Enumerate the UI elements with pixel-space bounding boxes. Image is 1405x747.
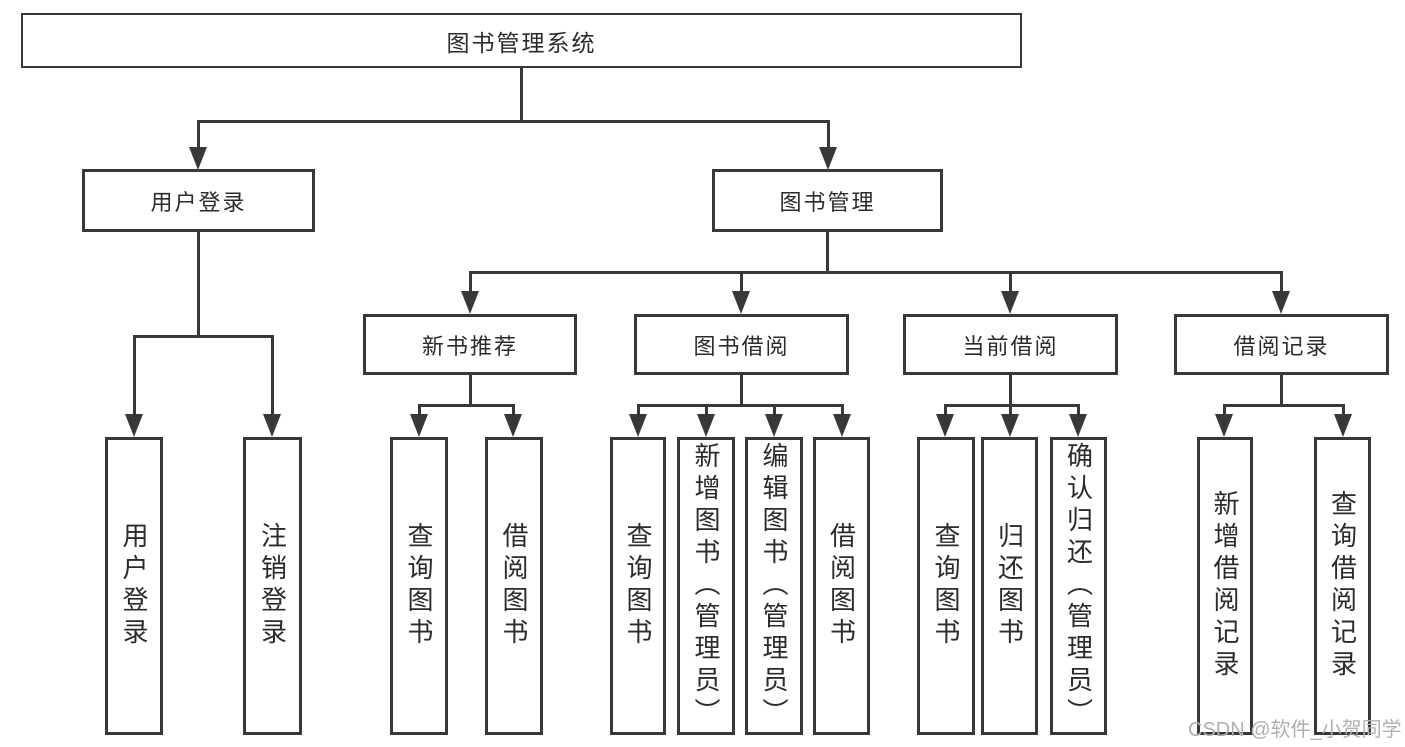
connector-vline: [469, 271, 472, 294]
leaf-borrow-books-label: 借阅图书: [826, 522, 857, 650]
connector-vline: [740, 271, 743, 294]
arrow-down-icon: [1334, 414, 1352, 437]
leaf-add-borrow-record-label: 新增借阅记录: [1210, 490, 1240, 682]
connector-vline: [197, 232, 200, 337]
connector-vline: [271, 335, 274, 417]
arrow-down-icon: [732, 291, 750, 314]
leaf-edit-books-admin-label: 编辑图书（管理员）: [759, 442, 789, 730]
connector-vline: [1280, 271, 1283, 294]
arrow-down-icon: [125, 414, 143, 437]
leaf-borrow-books: 借阅图书: [813, 437, 870, 735]
arrow-down-icon: [461, 291, 479, 314]
leaf-user-login: 用户登录: [105, 437, 163, 735]
leaf-query-borrow-record-label: 查询借阅记录: [1327, 490, 1358, 682]
leaf-confirm-return-admin: 确认归还（管理员）: [1050, 437, 1107, 735]
arrow-down-icon: [697, 414, 715, 437]
leaf-query-books-current-label: 查询图书: [931, 522, 961, 650]
connector-vline: [1009, 271, 1012, 294]
arrow-down-icon: [263, 414, 281, 437]
node-new-book-recommend-label: 新书推荐: [421, 333, 518, 359]
arrow-down-icon: [1001, 414, 1019, 437]
connector-vline: [197, 120, 200, 150]
node-borrow-records: 借阅记录: [1174, 314, 1389, 375]
node-root-label: 图书管理系统: [446, 29, 597, 56]
connector-vline: [705, 404, 708, 417]
connector-vline: [469, 374, 472, 407]
leaf-query-borrow-record: 查询借阅记录: [1314, 437, 1371, 735]
connector-vline: [418, 404, 421, 417]
connector-vline: [1009, 404, 1012, 417]
node-user-login-label: 用户登录: [150, 189, 247, 215]
leaf-query-books-borrow: 查询图书: [610, 437, 666, 735]
leaf-borrow-books-recommend: 借阅图书: [485, 437, 543, 735]
connector-vline: [1280, 374, 1283, 407]
leaf-add-books-admin: 新增图书（管理员）: [677, 437, 735, 735]
arrow-down-icon: [1215, 414, 1233, 437]
node-new-book-recommend: 新书推荐: [363, 314, 577, 375]
leaf-return-books-label: 归还图书: [994, 522, 1025, 650]
leaf-edit-books-admin: 编辑图书（管理员）: [745, 437, 803, 735]
leaf-add-borrow-record: 新增借阅记录: [1197, 437, 1253, 735]
leaf-query-books-borrow-label: 查询图书: [623, 522, 653, 650]
arrow-down-icon: [936, 414, 954, 437]
leaf-query-books-current: 查询图书: [917, 437, 975, 735]
arrow-down-icon: [765, 414, 783, 437]
node-root: 图书管理系统: [21, 13, 1022, 68]
connector-hline: [418, 404, 515, 407]
leaf-user-login-label: 用户登录: [119, 522, 149, 650]
leaf-add-books-admin-label: 新增图书（管理员）: [691, 442, 721, 730]
connector-hline: [197, 120, 830, 123]
node-book-management: 图书管理: [712, 169, 943, 232]
node-book-management-label: 图书管理: [779, 189, 876, 215]
connector-vline: [1077, 404, 1080, 417]
arrow-down-icon: [1272, 291, 1290, 314]
connector-hline: [133, 335, 274, 338]
node-user-login: 用户登录: [82, 169, 315, 232]
connector-vline: [740, 374, 743, 407]
connector-vline: [520, 68, 523, 121]
node-current-borrow: 当前借阅: [903, 314, 1118, 375]
connector-vline: [1223, 404, 1226, 417]
leaf-logout: 注销登录: [243, 437, 302, 735]
connector-hline: [1223, 404, 1344, 407]
connector-vline: [1009, 374, 1012, 407]
connector-vline: [637, 404, 640, 417]
connector-hline: [469, 271, 1283, 274]
arrow-down-icon: [819, 147, 837, 170]
leaf-confirm-return-admin-label: 确认归还（管理员）: [1063, 442, 1094, 730]
connector-vline: [773, 404, 776, 417]
leaf-logout-label: 注销登录: [257, 522, 288, 650]
connector-vline: [827, 120, 830, 150]
arrow-down-icon: [189, 147, 207, 170]
connector-vline: [826, 232, 829, 273]
connector-vline: [133, 335, 136, 417]
node-borrow-records-label: 借阅记录: [1233, 333, 1330, 359]
leaf-query-books-recommend-label: 查询图书: [404, 522, 434, 650]
arrow-down-icon: [1001, 291, 1019, 314]
arrow-down-icon: [410, 414, 428, 437]
arrow-down-icon: [833, 414, 851, 437]
watermark: CSDN @软件_小贺同学: [1188, 719, 1402, 741]
connector-vline: [841, 404, 844, 417]
node-book-borrow: 图书借阅: [634, 314, 849, 375]
node-current-borrow-label: 当前借阅: [962, 333, 1059, 359]
connector-hline: [637, 404, 843, 407]
arrow-down-icon: [1069, 414, 1087, 437]
connector-vline: [944, 404, 947, 417]
leaf-query-books-recommend: 查询图书: [390, 437, 448, 735]
arrow-down-icon: [629, 414, 647, 437]
leaf-borrow-books-recommend-label: 借阅图书: [499, 522, 529, 650]
node-book-borrow-label: 图书借阅: [693, 333, 790, 359]
leaf-return-books: 归还图书: [981, 437, 1038, 735]
connector-vline: [512, 404, 515, 417]
arrow-down-icon: [504, 414, 522, 437]
connector-vline: [1342, 404, 1345, 417]
